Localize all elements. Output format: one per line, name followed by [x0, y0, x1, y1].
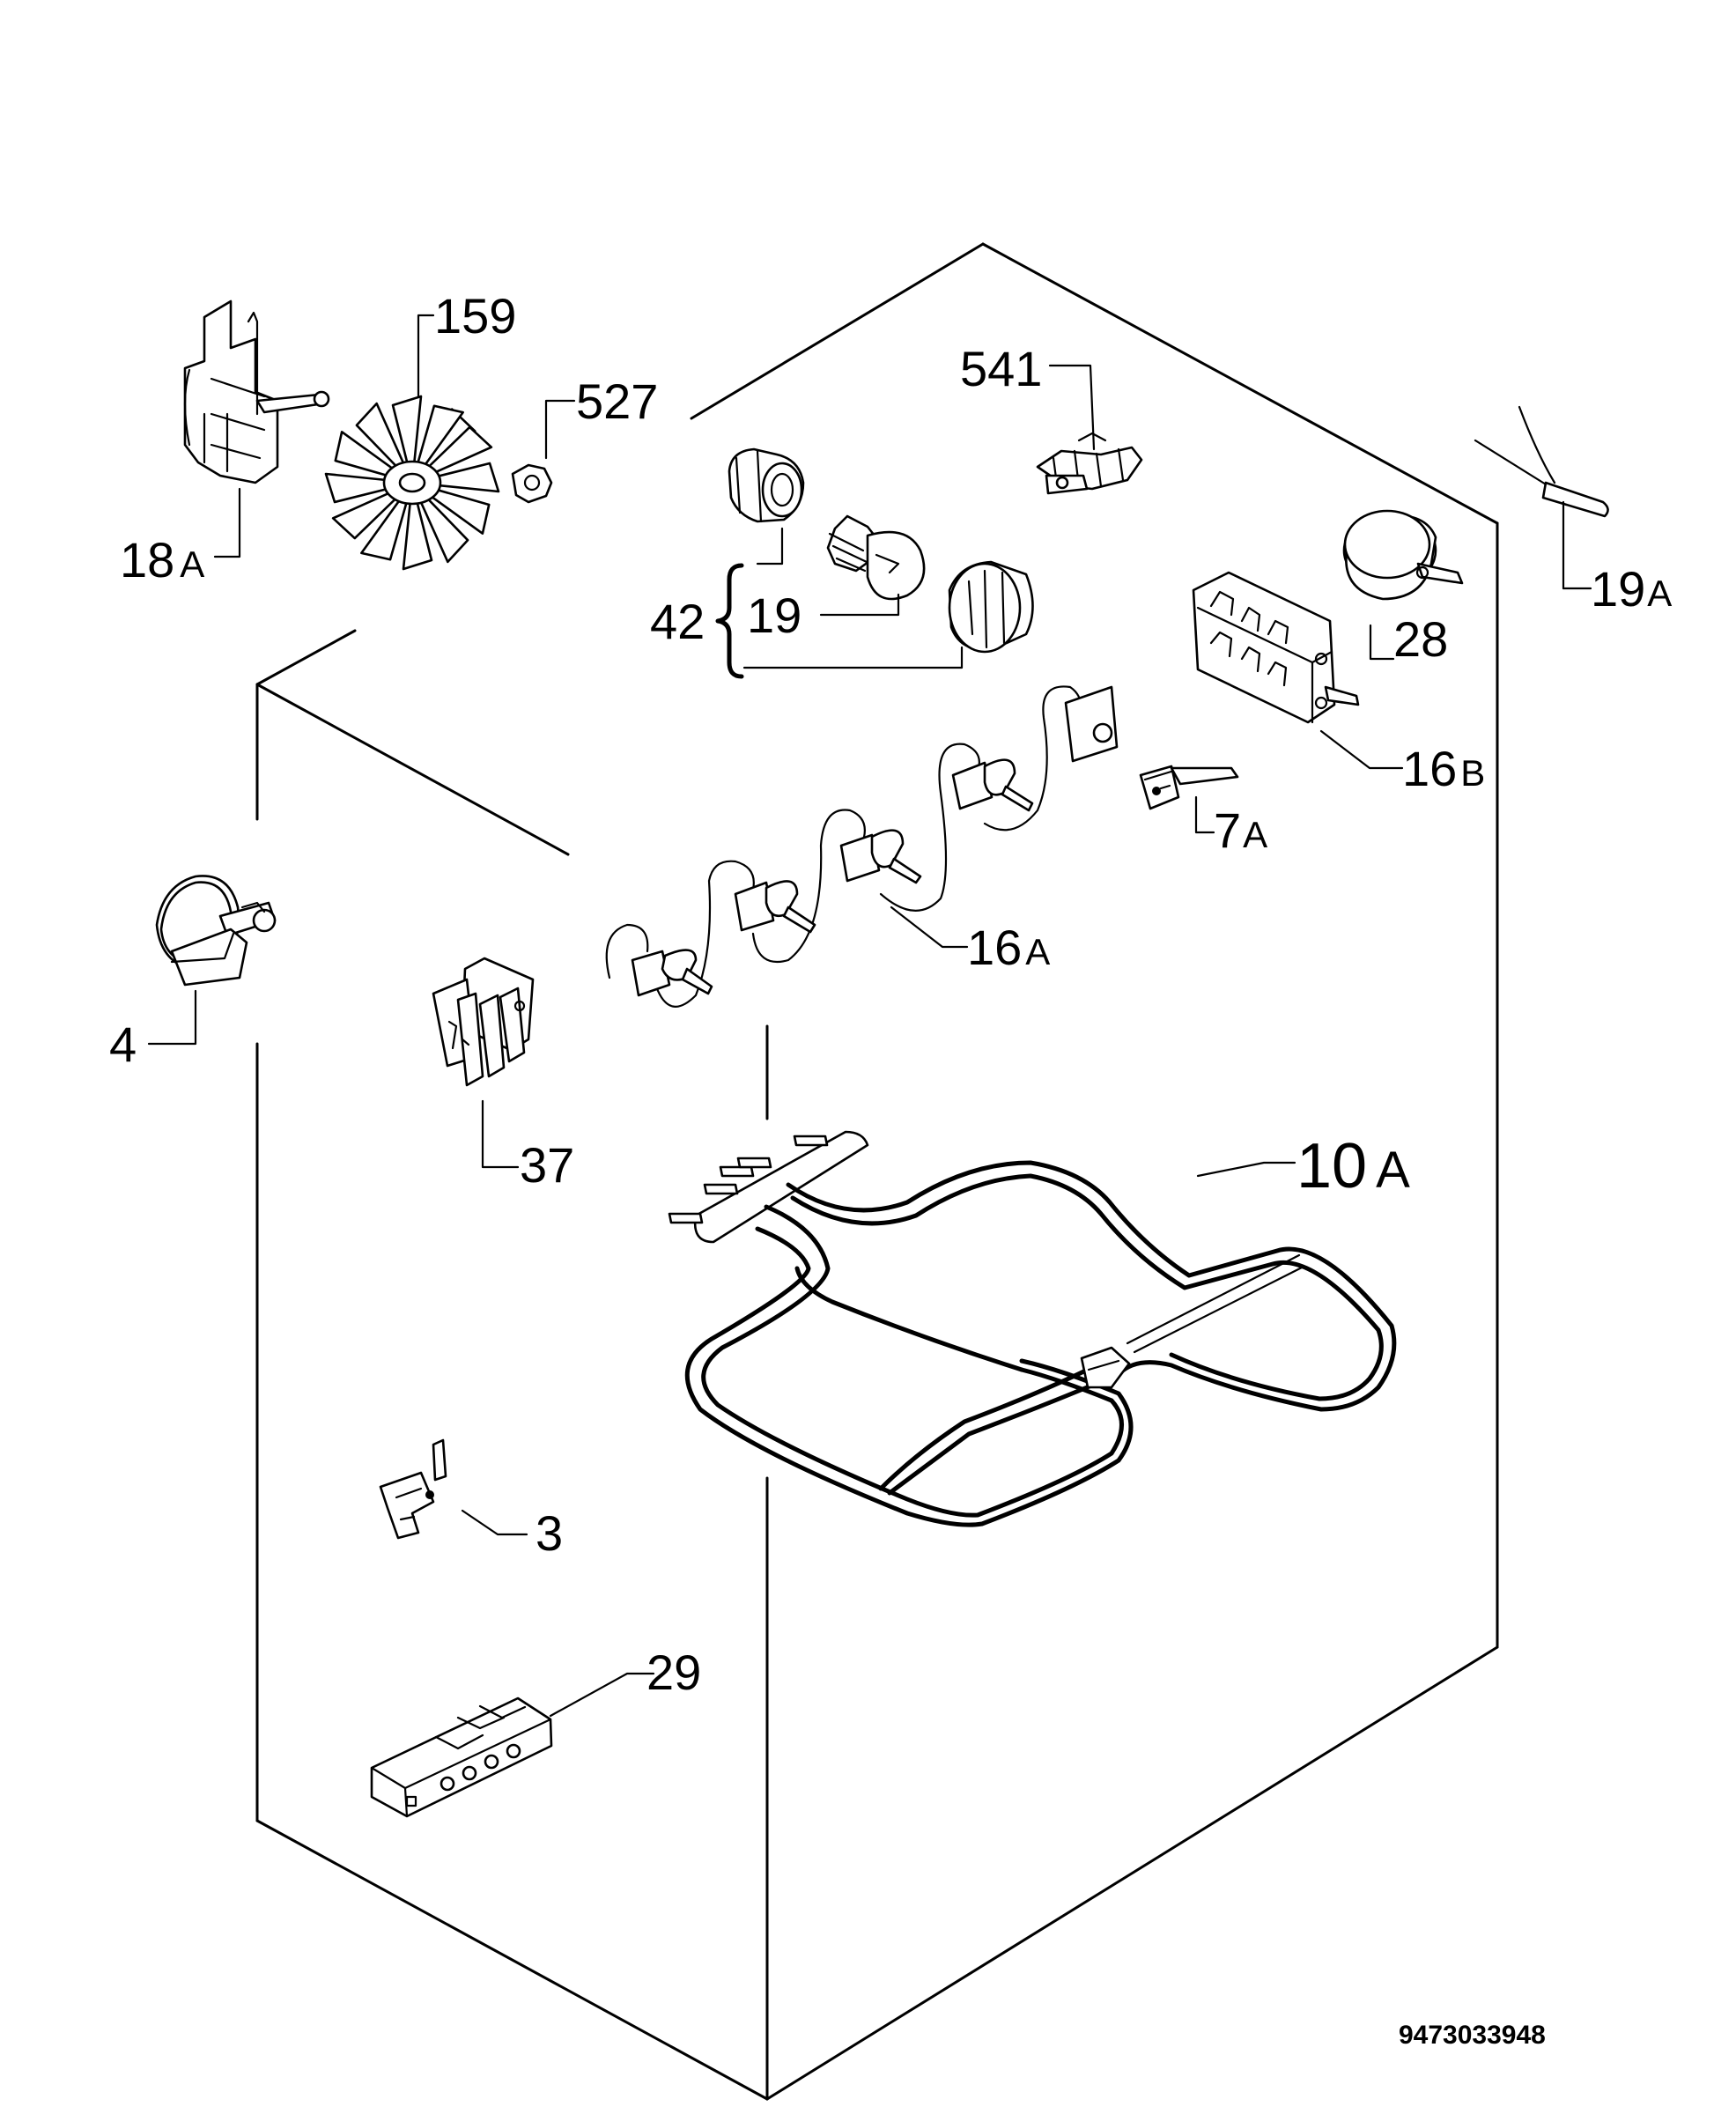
callout-19: 19 — [747, 588, 802, 643]
temperature-probe-part[interactable] — [1474, 405, 1609, 518]
callout-3: 3 — [536, 1505, 563, 1561]
door-switch-part[interactable] — [1139, 765, 1239, 810]
terminal-block-part[interactable] — [432, 957, 535, 1087]
callout-159: 159 — [434, 288, 516, 344]
callout-7A: 7A — [1214, 802, 1267, 858]
selector-switch-part[interactable] — [1192, 571, 1360, 724]
callout-42: 42 — [650, 594, 705, 649]
fan-blade-part[interactable] — [324, 395, 500, 571]
lamp-bulb-part[interactable] — [826, 514, 926, 601]
brace-42 — [715, 563, 744, 679]
callout-19A: 19A — [1591, 561, 1672, 617]
callout-527: 527 — [576, 373, 658, 429]
leader-lines — [147, 314, 1592, 1718]
fan-nut-part[interactable] — [511, 463, 553, 504]
switch-harness-part[interactable] — [605, 685, 1119, 1008]
cabinet-outline — [255, 242, 1499, 2101]
bracket-part[interactable] — [379, 1438, 447, 1540]
callout-4: 4 — [109, 1016, 137, 1072]
lamp-cover-part[interactable] — [948, 560, 1034, 654]
lamp-holder-part[interactable] — [728, 447, 805, 523]
heating-element-part[interactable] — [668, 1130, 1397, 1527]
callout-37: 37 — [520, 1137, 574, 1193]
callout-541: 541 — [960, 341, 1042, 396]
callout-16A: 16A — [967, 920, 1050, 975]
fan-motor-part[interactable] — [183, 299, 330, 484]
turnspit-motor-part[interactable] — [155, 875, 277, 987]
drawing-number: 9473033948 — [1399, 2021, 1546, 2050]
callout-16B: 16B — [1402, 741, 1485, 796]
terminal-strip-part[interactable] — [370, 1696, 553, 1818]
callout-28: 28 — [1393, 611, 1448, 667]
callout-29: 29 — [646, 1645, 701, 1700]
connector-block-part[interactable] — [1036, 432, 1143, 495]
thermostat-part[interactable] — [1342, 509, 1464, 601]
